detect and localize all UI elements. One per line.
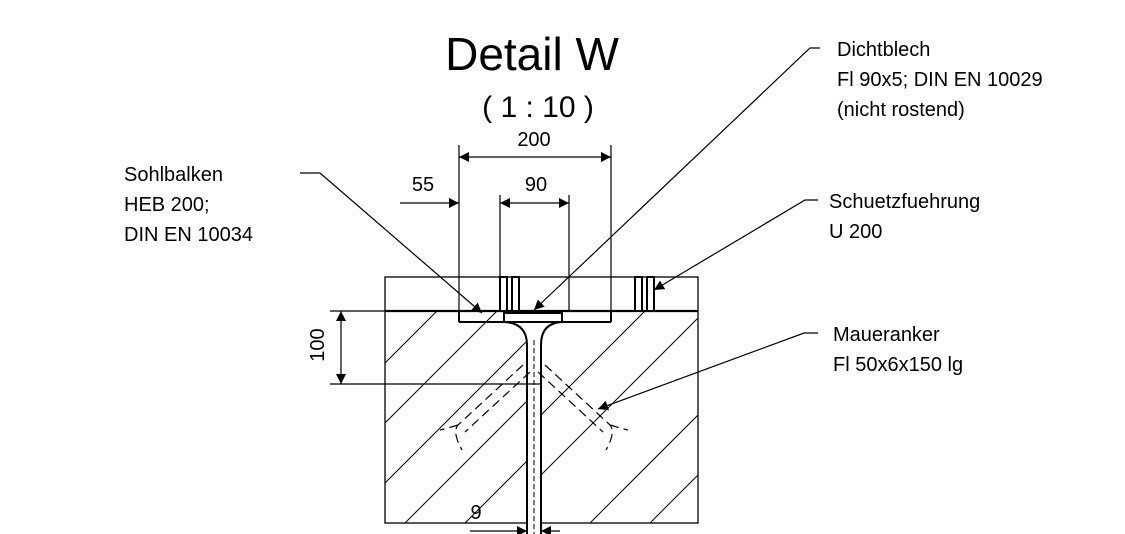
label-schuetzfuehrung: Schuetzfuehrung U 200 — [829, 191, 980, 243]
steel-beam-profile — [458, 311, 612, 534]
dimension-lines — [330, 145, 612, 534]
detail-scale: ( 1 : 10 ) — [482, 91, 594, 124]
detail-title: Detail W — [445, 28, 619, 80]
schuetzfuehrung-line-1: Schuetzfuehrung — [829, 191, 980, 213]
dim-left-offset: 55 — [412, 174, 434, 196]
maueranker-anchors — [439, 364, 629, 451]
maueranker-line-2: Fl 50x6x150 lg — [833, 354, 963, 376]
dim-web-thickness: 9 — [470, 502, 481, 524]
sohlbalken-line-2: HEB 200; — [124, 194, 210, 216]
dim-plate-width: 90 — [525, 174, 547, 196]
maueranker-line-1: Maueranker — [833, 324, 940, 346]
dim-overall-width: 200 — [517, 129, 550, 151]
dichtblech-line-2: Fl 90x5; DIN EN 10029 — [837, 69, 1043, 91]
label-maueranker: Maueranker Fl 50x6x150 lg — [833, 324, 963, 376]
dichtblech-line-3: (nicht rostend) — [837, 99, 965, 121]
concrete-hatching — [385, 311, 698, 523]
leader-lines — [300, 47, 820, 411]
label-dichtblech: Dichtblech Fl 90x5; DIN EN 10029 (nicht … — [837, 39, 1043, 121]
label-sohlbalken: Sohlbalken HEB 200; DIN EN 10034 — [124, 164, 253, 246]
sohlbalken-line-3: DIN EN 10034 — [124, 224, 253, 246]
dim-embedment-depth: 100 — [307, 328, 329, 361]
dichtblech-line-1: Dichtblech — [837, 39, 930, 61]
sohlbalken-line-1: Sohlbalken — [124, 164, 223, 186]
schuetzfuehrung-profiles — [499, 276, 655, 312]
schuetzfuehrung-line-2: U 200 — [829, 221, 882, 243]
